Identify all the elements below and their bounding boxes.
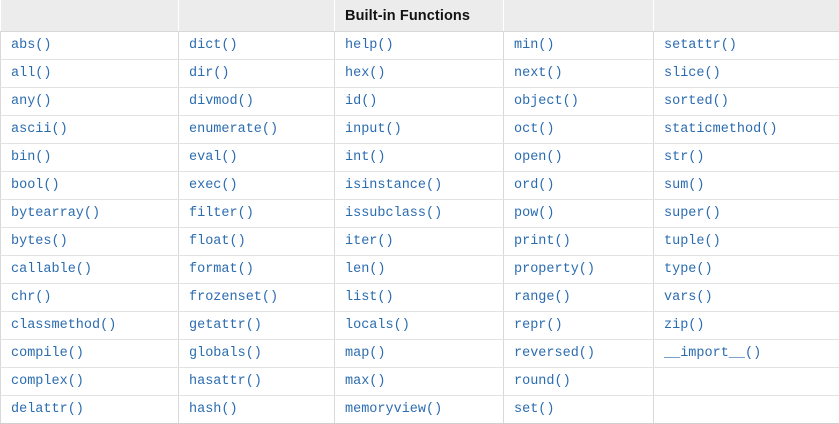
function-cell[interactable]: callable(): [1, 256, 179, 284]
function-cell[interactable]: delattr(): [1, 396, 179, 424]
function-cell[interactable]: type(): [654, 256, 839, 284]
function-cell[interactable]: bytearray(): [1, 200, 179, 228]
function-cell[interactable]: open(): [504, 144, 654, 172]
function-cell[interactable]: exec(): [179, 172, 335, 200]
function-cell[interactable]: filter(): [179, 200, 335, 228]
function-cell[interactable]: reversed(): [504, 340, 654, 368]
function-cell[interactable]: setattr(): [654, 32, 839, 60]
function-cell[interactable]: slice(): [654, 60, 839, 88]
table-row: classmethod() getattr() locals() repr() …: [1, 312, 839, 340]
function-cell[interactable]: dict(): [179, 32, 335, 60]
table-row: chr() frozenset() list() range() vars(): [1, 284, 839, 312]
function-cell[interactable]: object(): [504, 88, 654, 116]
function-cell[interactable]: enumerate(): [179, 116, 335, 144]
table-row: bool() exec() isinstance() ord() sum(): [1, 172, 839, 200]
function-cell[interactable]: float(): [179, 228, 335, 256]
function-cell[interactable]: __import__(): [654, 340, 839, 368]
function-cell[interactable]: next(): [504, 60, 654, 88]
table-header: Built-in Functions: [1, 0, 839, 32]
header-cell-4: [504, 0, 654, 32]
table-row: all() dir() hex() next() slice(): [1, 60, 839, 88]
function-cell[interactable]: issubclass(): [335, 200, 504, 228]
function-cell[interactable]: hasattr(): [179, 368, 335, 396]
function-cell[interactable]: max(): [335, 368, 504, 396]
function-cell[interactable]: tuple(): [654, 228, 839, 256]
table-row: bin() eval() int() open() str(): [1, 144, 839, 172]
function-cell[interactable]: sum(): [654, 172, 839, 200]
table-header-row: Built-in Functions: [1, 0, 839, 32]
table-row: any() divmod() id() object() sorted(): [1, 88, 839, 116]
function-cell[interactable]: iter(): [335, 228, 504, 256]
table-row: compile() globals() map() reversed() __i…: [1, 340, 839, 368]
function-cell[interactable]: bytes(): [1, 228, 179, 256]
function-cell[interactable]: isinstance(): [335, 172, 504, 200]
empty-cell: [654, 368, 839, 396]
function-cell[interactable]: pow(): [504, 200, 654, 228]
function-cell[interactable]: hash(): [179, 396, 335, 424]
header-cell-1: [1, 0, 179, 32]
function-cell[interactable]: zip(): [654, 312, 839, 340]
function-cell[interactable]: memoryview(): [335, 396, 504, 424]
function-cell[interactable]: complex(): [1, 368, 179, 396]
function-cell[interactable]: ord(): [504, 172, 654, 200]
function-cell[interactable]: help(): [335, 32, 504, 60]
function-cell[interactable]: frozenset(): [179, 284, 335, 312]
function-cell[interactable]: super(): [654, 200, 839, 228]
table-row: bytes() float() iter() print() tuple(): [1, 228, 839, 256]
table-row: ascii() enumerate() input() oct() static…: [1, 116, 839, 144]
function-cell[interactable]: map(): [335, 340, 504, 368]
function-cell[interactable]: list(): [335, 284, 504, 312]
function-cell[interactable]: dir(): [179, 60, 335, 88]
function-cell[interactable]: oct(): [504, 116, 654, 144]
table-row: abs() dict() help() min() setattr(): [1, 32, 839, 60]
builtin-functions-table-container: Built-in Functions abs() dict() help() m…: [0, 0, 839, 415]
function-cell[interactable]: any(): [1, 88, 179, 116]
function-cell[interactable]: vars(): [654, 284, 839, 312]
function-cell[interactable]: sorted(): [654, 88, 839, 116]
empty-cell: [654, 396, 839, 424]
function-cell[interactable]: divmod(): [179, 88, 335, 116]
function-cell[interactable]: round(): [504, 368, 654, 396]
function-cell[interactable]: repr(): [504, 312, 654, 340]
function-cell[interactable]: str(): [654, 144, 839, 172]
function-cell[interactable]: id(): [335, 88, 504, 116]
table-row: bytearray() filter() issubclass() pow() …: [1, 200, 839, 228]
function-cell[interactable]: ascii(): [1, 116, 179, 144]
header-cell-2: [179, 0, 335, 32]
function-cell[interactable]: format(): [179, 256, 335, 284]
function-cell[interactable]: range(): [504, 284, 654, 312]
table-title: Built-in Functions: [335, 0, 504, 32]
table-row: callable() format() len() property() typ…: [1, 256, 839, 284]
function-cell[interactable]: eval(): [179, 144, 335, 172]
function-cell[interactable]: globals(): [179, 340, 335, 368]
function-cell[interactable]: input(): [335, 116, 504, 144]
function-cell[interactable]: chr(): [1, 284, 179, 312]
function-cell[interactable]: getattr(): [179, 312, 335, 340]
function-cell[interactable]: staticmethod(): [654, 116, 839, 144]
function-cell[interactable]: min(): [504, 32, 654, 60]
function-cell[interactable]: int(): [335, 144, 504, 172]
function-cell[interactable]: hex(): [335, 60, 504, 88]
function-cell[interactable]: property(): [504, 256, 654, 284]
function-cell[interactable]: bool(): [1, 172, 179, 200]
function-cell[interactable]: bin(): [1, 144, 179, 172]
function-cell[interactable]: locals(): [335, 312, 504, 340]
function-cell[interactable]: compile(): [1, 340, 179, 368]
table-row: delattr() hash() memoryview() set(): [1, 396, 839, 424]
function-cell[interactable]: abs(): [1, 32, 179, 60]
header-cell-5: [654, 0, 839, 32]
function-cell[interactable]: print(): [504, 228, 654, 256]
table-row: complex() hasattr() max() round(): [1, 368, 839, 396]
table-body: abs() dict() help() min() setattr() all(…: [1, 32, 839, 424]
function-cell[interactable]: all(): [1, 60, 179, 88]
function-cell[interactable]: classmethod(): [1, 312, 179, 340]
function-cell[interactable]: set(): [504, 396, 654, 424]
function-cell[interactable]: len(): [335, 256, 504, 284]
